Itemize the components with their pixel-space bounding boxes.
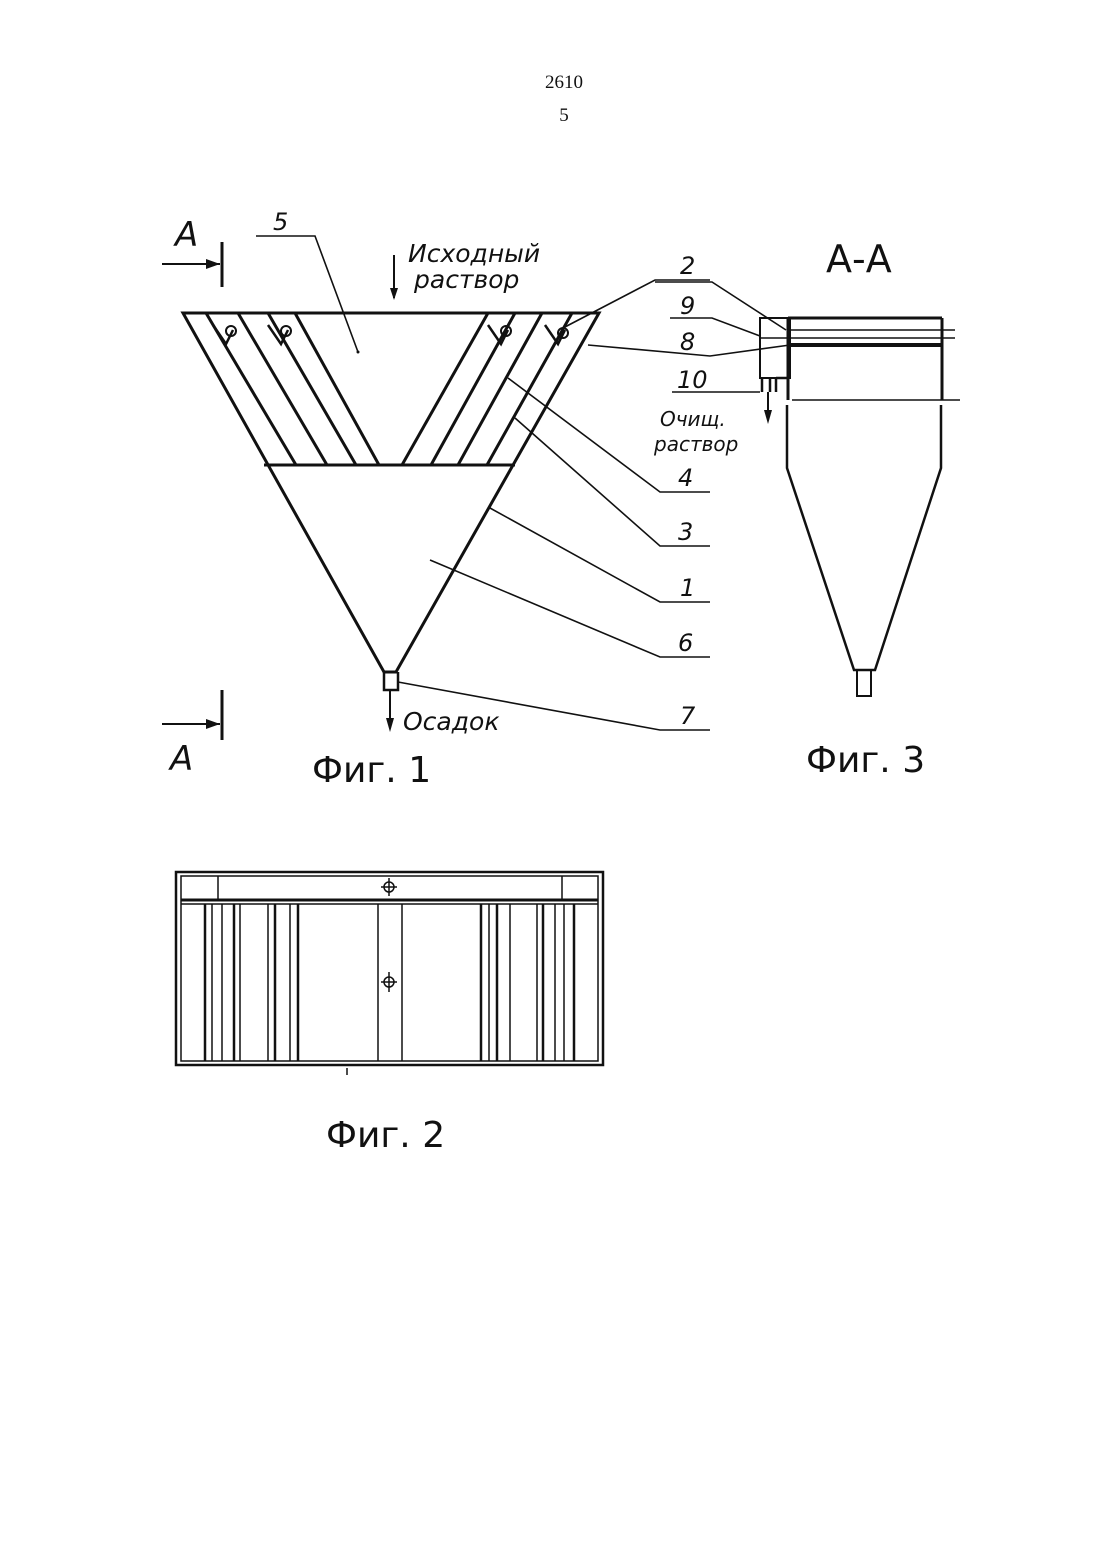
svg-text:1: 1 — [680, 574, 695, 602]
section-letter: А — [168, 739, 193, 779]
fig1-section-mark-bottom: А — [162, 690, 222, 779]
fig2-plates-right — [481, 904, 574, 1061]
callout-1: 1 — [490, 508, 710, 602]
callout-8: 8 — [680, 328, 695, 356]
fig3-sludge-outlet — [857, 670, 871, 696]
fig3-caption: Фиг. 3 — [806, 740, 925, 781]
callout-10: 10 — [677, 366, 708, 394]
svg-text:6: 6 — [678, 629, 693, 657]
callout-9: 9 — [680, 292, 695, 320]
fig1-sludge-outlet — [384, 672, 398, 690]
fig3-drawing: А-А 9 8 10 Очищ. раствор Фиг. 3 — [588, 237, 960, 781]
fig1-caption: Фиг. 1 — [312, 750, 431, 791]
section-letter: А — [173, 215, 198, 255]
inlet-label-line1: Исходный — [408, 239, 540, 268]
fig3-cone-vessel — [787, 405, 941, 670]
fig1-plate — [295, 313, 379, 465]
clean-outlet-label-line2: раствор — [653, 432, 738, 456]
svg-text:4: 4 — [678, 464, 693, 492]
callout-6: 6 — [430, 560, 710, 657]
sludge-label: Осадок — [403, 707, 499, 736]
fig1-inlet-arrow — [390, 288, 398, 300]
clean-outlet-label-line1: Очищ. — [660, 407, 726, 431]
fig2-caption: Фиг. 2 — [326, 1115, 445, 1156]
fig2-center-marker-bottom — [381, 972, 397, 992]
fig1-outlet-arrow — [386, 718, 394, 732]
svg-text:5: 5 — [273, 208, 288, 236]
fig1-vessel-outline — [183, 313, 599, 672]
svg-text:7: 7 — [680, 702, 696, 730]
fig3-outlet-arrow — [764, 410, 772, 424]
fig3-title: А-А — [826, 237, 892, 281]
fig2-plates-left — [205, 904, 298, 1061]
svg-text:3: 3 — [678, 518, 693, 546]
inlet-label-line2: раствор — [413, 265, 519, 294]
fig3-clean-outlet — [762, 378, 788, 392]
fig1-section-mark-top: А — [162, 215, 222, 287]
svg-text:2: 2 — [680, 252, 695, 280]
fig1-drawing: А А Исходный раствор Осадок 5 2 4 3 — [162, 208, 710, 791]
fig2-center-marker-top — [381, 878, 397, 896]
fig2-drawing: Фиг. 2 — [176, 872, 603, 1156]
fig1-gutter — [213, 325, 236, 344]
